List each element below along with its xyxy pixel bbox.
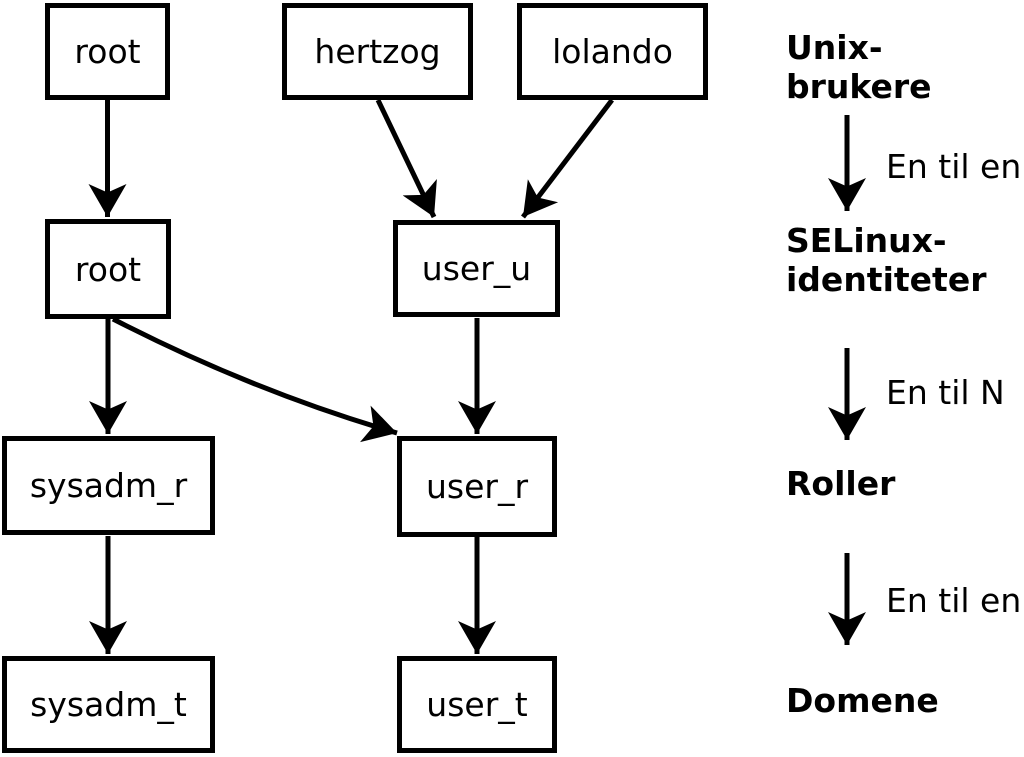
node-role-user-r: user_r (397, 436, 557, 537)
edge-lolando-to-user-u (521, 98, 614, 219)
node-domain-user-t-label: user_t (426, 685, 528, 724)
node-selinux-user-u: user_u (393, 220, 560, 317)
node-domain-sysadm-t-label: sysadm_t (30, 685, 187, 724)
node-unix-hertzog-label: hertzog (314, 32, 441, 71)
node-domain-sysadm-t: sysadm_t (2, 656, 215, 753)
node-unix-lolando: lolando (517, 3, 708, 100)
node-selinux-root: root (45, 219, 171, 319)
legend-relation-one-to-one-2: En til en (886, 581, 1022, 620)
node-role-sysadm-r-label: sysadm_r (29, 466, 188, 505)
legend-relation-one-to-n: En til N (886, 373, 1005, 412)
legend-level-roles: Roller (786, 464, 896, 503)
legend-level-unix-users: Unix-brukere (786, 28, 932, 106)
legend-level-domains: Domene (786, 681, 939, 720)
node-unix-lolando-label: lolando (552, 32, 673, 71)
legend-relation-one-to-one-1: En til en (886, 147, 1022, 186)
legend-level-selinux-identities: SELinux- identiteter (786, 221, 987, 299)
node-unix-hertzog: hertzog (282, 3, 473, 100)
node-role-user-r-label: user_r (425, 467, 529, 506)
node-unix-root: root (45, 3, 170, 100)
node-unix-root-label: root (74, 32, 141, 71)
node-selinux-user-u-label: user_u (421, 249, 532, 288)
node-domain-user-t: user_t (397, 656, 557, 753)
edge-hertzog-to-user-u (375, 98, 437, 219)
node-selinux-root-label: root (74, 249, 142, 289)
edge-selinux-root-to-user-r (111, 316, 398, 443)
node-role-sysadm-r: sysadm_r (2, 436, 215, 535)
